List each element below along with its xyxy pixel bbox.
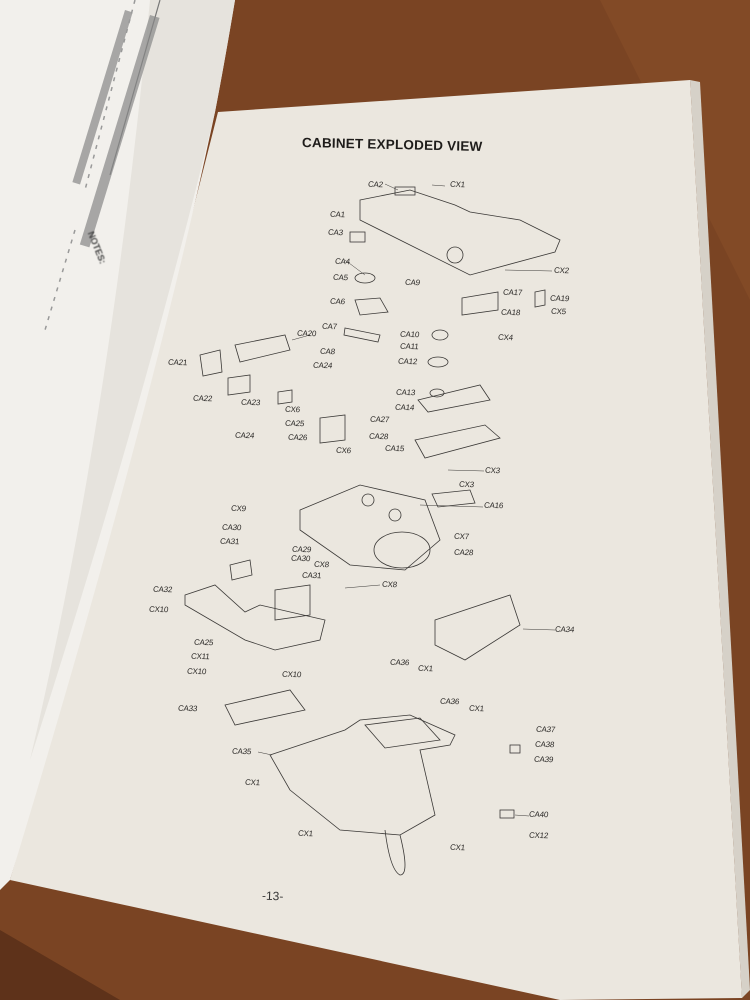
callout-label: CA26 [287, 432, 308, 443]
callout-label: CX8 [381, 579, 398, 590]
callout-label: CX1 [417, 663, 434, 674]
callout-label: CX1 [468, 703, 485, 714]
mechanism-part [299, 484, 441, 571]
callout-label: CA24 [312, 360, 333, 371]
callout-label: CA17 [502, 287, 523, 298]
bottom-frame-part [269, 714, 456, 836]
callout-label: CA31 [219, 536, 240, 547]
callout-label: CX1 [244, 777, 261, 788]
callout-label: CX10 [281, 669, 302, 680]
callout-label: CA4 [334, 256, 351, 267]
callout-label: CX4 [497, 332, 514, 343]
callout-label: CX12 [528, 830, 549, 841]
callout-label: CA16 [483, 500, 504, 511]
callout-label: CA6 [329, 296, 346, 307]
callout-label: CX1 [449, 179, 466, 190]
page-number: -13- [261, 888, 284, 904]
callout-label: CA13 [395, 387, 416, 398]
callout-label: CA27 [369, 414, 390, 425]
callout-label: CA25 [193, 637, 214, 648]
callout-label: CA19 [549, 293, 570, 304]
callout-label: CA37 [535, 724, 556, 735]
callout-label: CA18 [500, 307, 521, 318]
callout-label: CA20 [296, 328, 317, 339]
callout-label: CA28 [453, 547, 474, 558]
right-page [10, 80, 742, 1000]
circuit-board-part [184, 584, 326, 651]
front-bracket-part [234, 334, 291, 363]
callout-label: CA5 [332, 272, 349, 283]
side-bracket-part [434, 594, 521, 661]
callout-label: CA10 [399, 329, 420, 340]
callout-label: CX5 [550, 306, 567, 317]
callout-label: CA35 [231, 746, 252, 757]
callout-label: CA36 [389, 657, 410, 668]
callout-label: CA34 [554, 624, 575, 635]
callout-label: CA8 [319, 346, 336, 357]
callout-label: CX3 [458, 479, 475, 490]
callout-label: CA40 [528, 809, 549, 820]
callout-label: CA2 [367, 179, 384, 190]
callout-label: CX10 [186, 666, 207, 677]
callout-label: CA24 [234, 430, 255, 441]
callout-label: CA14 [394, 402, 415, 413]
callout-label: CX6 [284, 404, 301, 415]
callout-label: CX3 [484, 465, 501, 476]
callout-label: CX1 [297, 828, 314, 839]
callout-label: CA7 [321, 321, 338, 332]
callout-label: CX7 [453, 531, 470, 542]
callout-label: CA30 [221, 522, 242, 533]
callout-label: CA36 [439, 696, 460, 707]
callout-label: CX10 [148, 604, 169, 615]
callout-label: CA29 [291, 544, 312, 555]
callout-label: CX1 [449, 842, 466, 853]
callout-label: CA21 [167, 357, 188, 368]
deck-plate-part [414, 424, 501, 459]
callout-label: CA23 [240, 397, 261, 408]
callout-label: CA22 [192, 393, 213, 404]
callout-label: CA11 [399, 341, 420, 352]
callout-label: CX8 [313, 559, 330, 570]
callout-label: CA12 [397, 356, 418, 367]
callout-label: CA39 [533, 754, 554, 765]
callout-label: CA1 [329, 209, 346, 220]
callout-label: CA9 [404, 277, 421, 288]
callout-label: CA15 [384, 443, 405, 454]
callout-label: CX2 [553, 265, 570, 276]
callout-label: CA28 [368, 431, 389, 442]
callout-label: CA32 [152, 584, 173, 595]
callout-label: CX11 [190, 651, 211, 662]
top-chassis-part [359, 189, 561, 276]
callout-label: CA38 [534, 739, 555, 750]
callout-label: CA30 [290, 553, 311, 564]
callout-label: CA31 [301, 570, 322, 581]
callout-label: CA25 [284, 418, 305, 429]
callout-label: CA33 [177, 703, 198, 714]
callout-label: CX9 [230, 503, 247, 514]
callout-label: CA3 [327, 227, 344, 238]
callout-label: CX6 [335, 445, 352, 456]
